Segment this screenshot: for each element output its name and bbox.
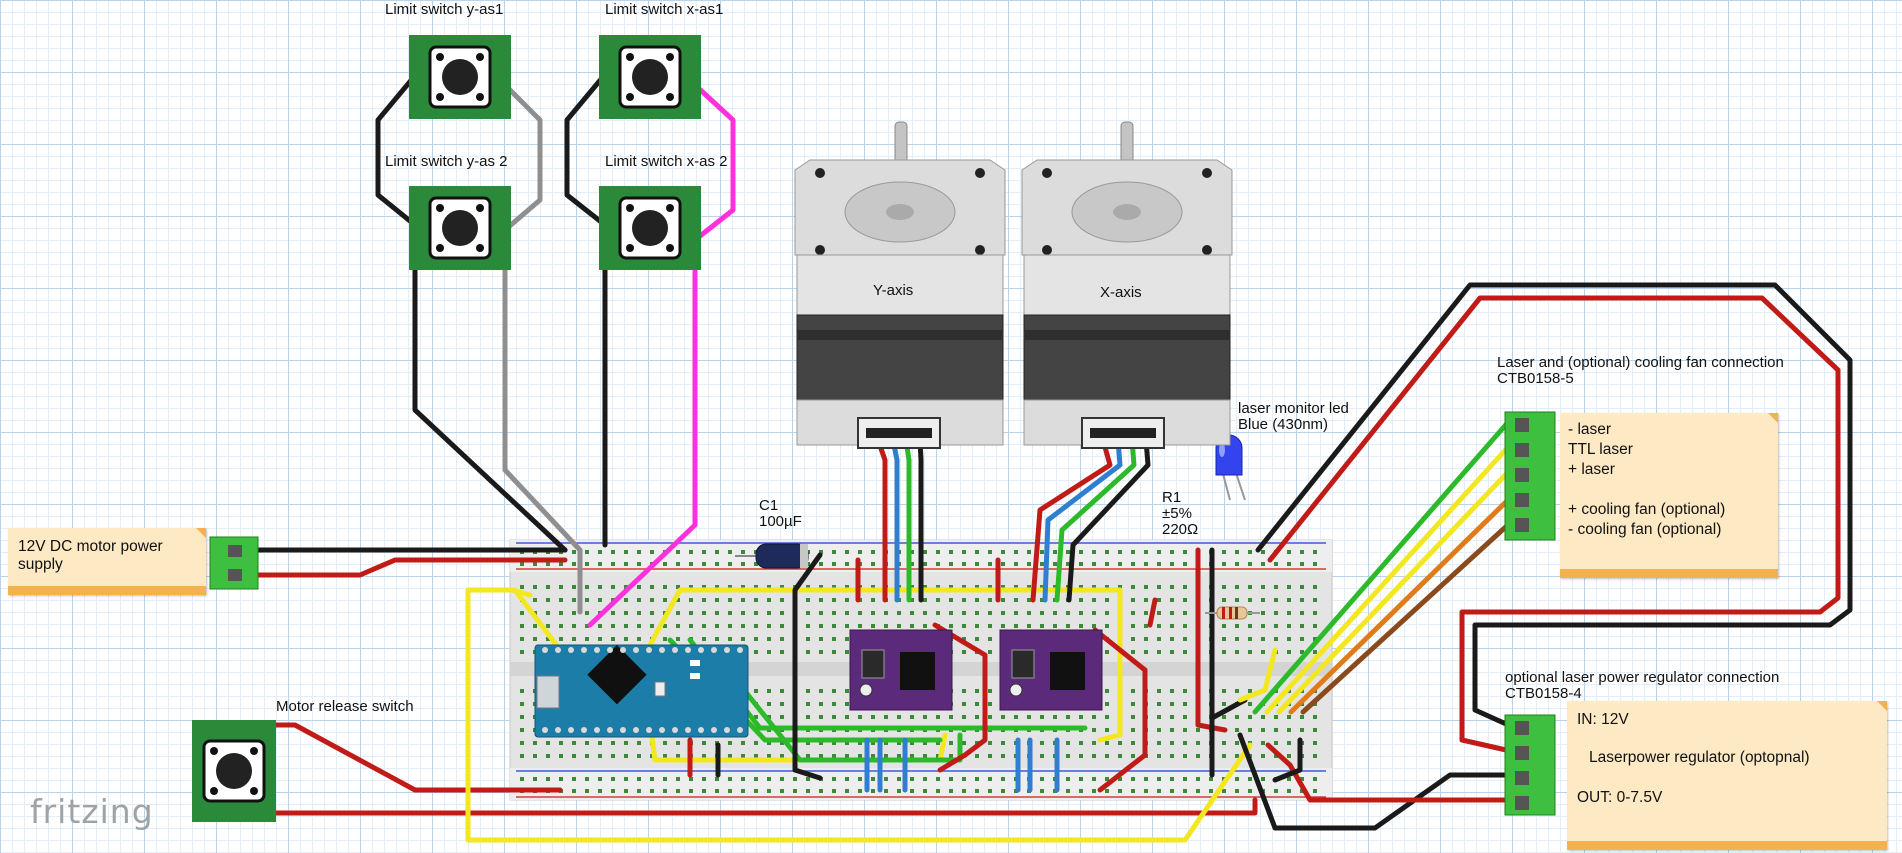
note-laser-line-3: + laser — [1568, 461, 1615, 478]
limit-switch-y2 — [409, 186, 511, 270]
wire-limit-x-magenta — [587, 82, 736, 628]
label-limit-switch-x2: Limit switch x-as 2 — [605, 153, 728, 170]
label-motor-release-switch: Motor release switch — [276, 698, 414, 715]
note-laser-line-5: + cooling fan (optional) — [1568, 501, 1726, 518]
label-led-1: laser monitor led — [1238, 400, 1349, 417]
note-regulator-out: OUT: 0-7.5V — [1577, 789, 1663, 806]
limit-switch-x2 — [599, 186, 701, 270]
note-regulator-in: IN: 12V — [1577, 711, 1629, 728]
regulator-terminal — [1504, 714, 1556, 816]
label-r1-tolerance: ±5% — [1162, 505, 1192, 522]
arduino-nano — [534, 644, 749, 738]
laser-terminal — [1504, 411, 1556, 541]
resistor-r1 — [1205, 606, 1260, 620]
note-laser-line-6: - cooling fan (optional) — [1568, 521, 1722, 538]
label-c1-value: 100µF — [759, 513, 802, 530]
stepper-motor-x — [1021, 121, 1233, 449]
fritzing-logo: fritzing — [30, 792, 154, 831]
label-y-axis-motor: Y-axis — [873, 282, 914, 299]
wire-release-red2 — [227, 797, 1258, 816]
wire-limit-x1-black — [564, 69, 610, 548]
wire-power-red — [252, 557, 568, 578]
wire-xmotor-blue — [1042, 437, 1123, 603]
label-c1-name: C1 — [759, 497, 779, 514]
wire-yellow-2 — [512, 587, 563, 653]
power-terminal — [209, 536, 259, 590]
note-regulator-title: Laserpower regulator (optopnal) — [1589, 749, 1810, 766]
note-laser-line-1: - laser — [1568, 421, 1612, 438]
label-x-axis-motor: X-axis — [1100, 284, 1142, 301]
wire-red-d1 — [932, 622, 988, 773]
label-led-2: Blue (430nm) — [1238, 416, 1329, 433]
wire-reg-red2 — [1265, 742, 1518, 803]
wire-xmotor-green — [1054, 437, 1137, 603]
stepper-motor-y — [794, 121, 1006, 449]
label-regulator-connector-part: CTB0158-4 — [1505, 685, 1582, 702]
wire-yellow-right — [1237, 647, 1278, 703]
wire-release-red1 — [267, 722, 563, 793]
note-regulator: IN: 12V Laserpower regulator (optopnal) … — [1567, 701, 1887, 850]
wire-yellow-3 — [647, 587, 1123, 743]
wire-xmotor-black — [1066, 437, 1151, 603]
wire-red-4 — [1147, 597, 1158, 628]
wire-black-right3 — [1272, 737, 1303, 783]
motor-release-switch — [192, 720, 276, 822]
stepper-driver-2 — [999, 629, 1103, 711]
label-regulator-connection: optional laser power regulator connectio… — [1505, 669, 1780, 686]
wire-limit-y1-black — [375, 69, 568, 553]
note-laser-pins: - laser TTL laser + laser + cooling fan … — [1560, 413, 1778, 578]
wire-red-led — [1195, 547, 1228, 733]
capacitor-c1 — [735, 543, 809, 569]
wire-reg-red-loop — [1267, 295, 1841, 755]
label-r1-name: R1 — [1162, 489, 1182, 506]
label-limit-switch-x1: Limit switch x-as1 — [605, 1, 724, 18]
label-laser-connector-part: CTB0158-5 — [1497, 370, 1574, 387]
wire-reg-black-loop — [1255, 282, 1853, 731]
wire-black-right2 — [1209, 697, 1248, 721]
limit-switch-y1 — [409, 35, 511, 119]
label-r1-value: 220Ω — [1162, 521, 1199, 538]
label-laser-connection: Laser and (optional) cooling fan connect… — [1497, 354, 1784, 371]
note-power-line-2: supply — [18, 556, 63, 573]
wire-red-d2 — [1092, 627, 1148, 793]
label-limit-switch-y2: Limit switch y-as 2 — [385, 153, 508, 170]
wire-ymotor-black — [917, 437, 924, 603]
note-power-supply: 12V DC motor power supply — [8, 528, 206, 595]
wire-xmotor-red — [1030, 437, 1113, 603]
limit-switch-x1 — [599, 35, 701, 119]
note-laser-line-2: TTL laser — [1568, 441, 1633, 458]
label-limit-switch-y1: Limit switch y-as1 — [385, 1, 504, 18]
stepper-driver-1 — [849, 629, 953, 711]
note-power-line-1: 12V DC motor power — [18, 538, 163, 555]
wire-reg-black2 — [1237, 732, 1518, 831]
wire-black-cap — [792, 552, 823, 781]
